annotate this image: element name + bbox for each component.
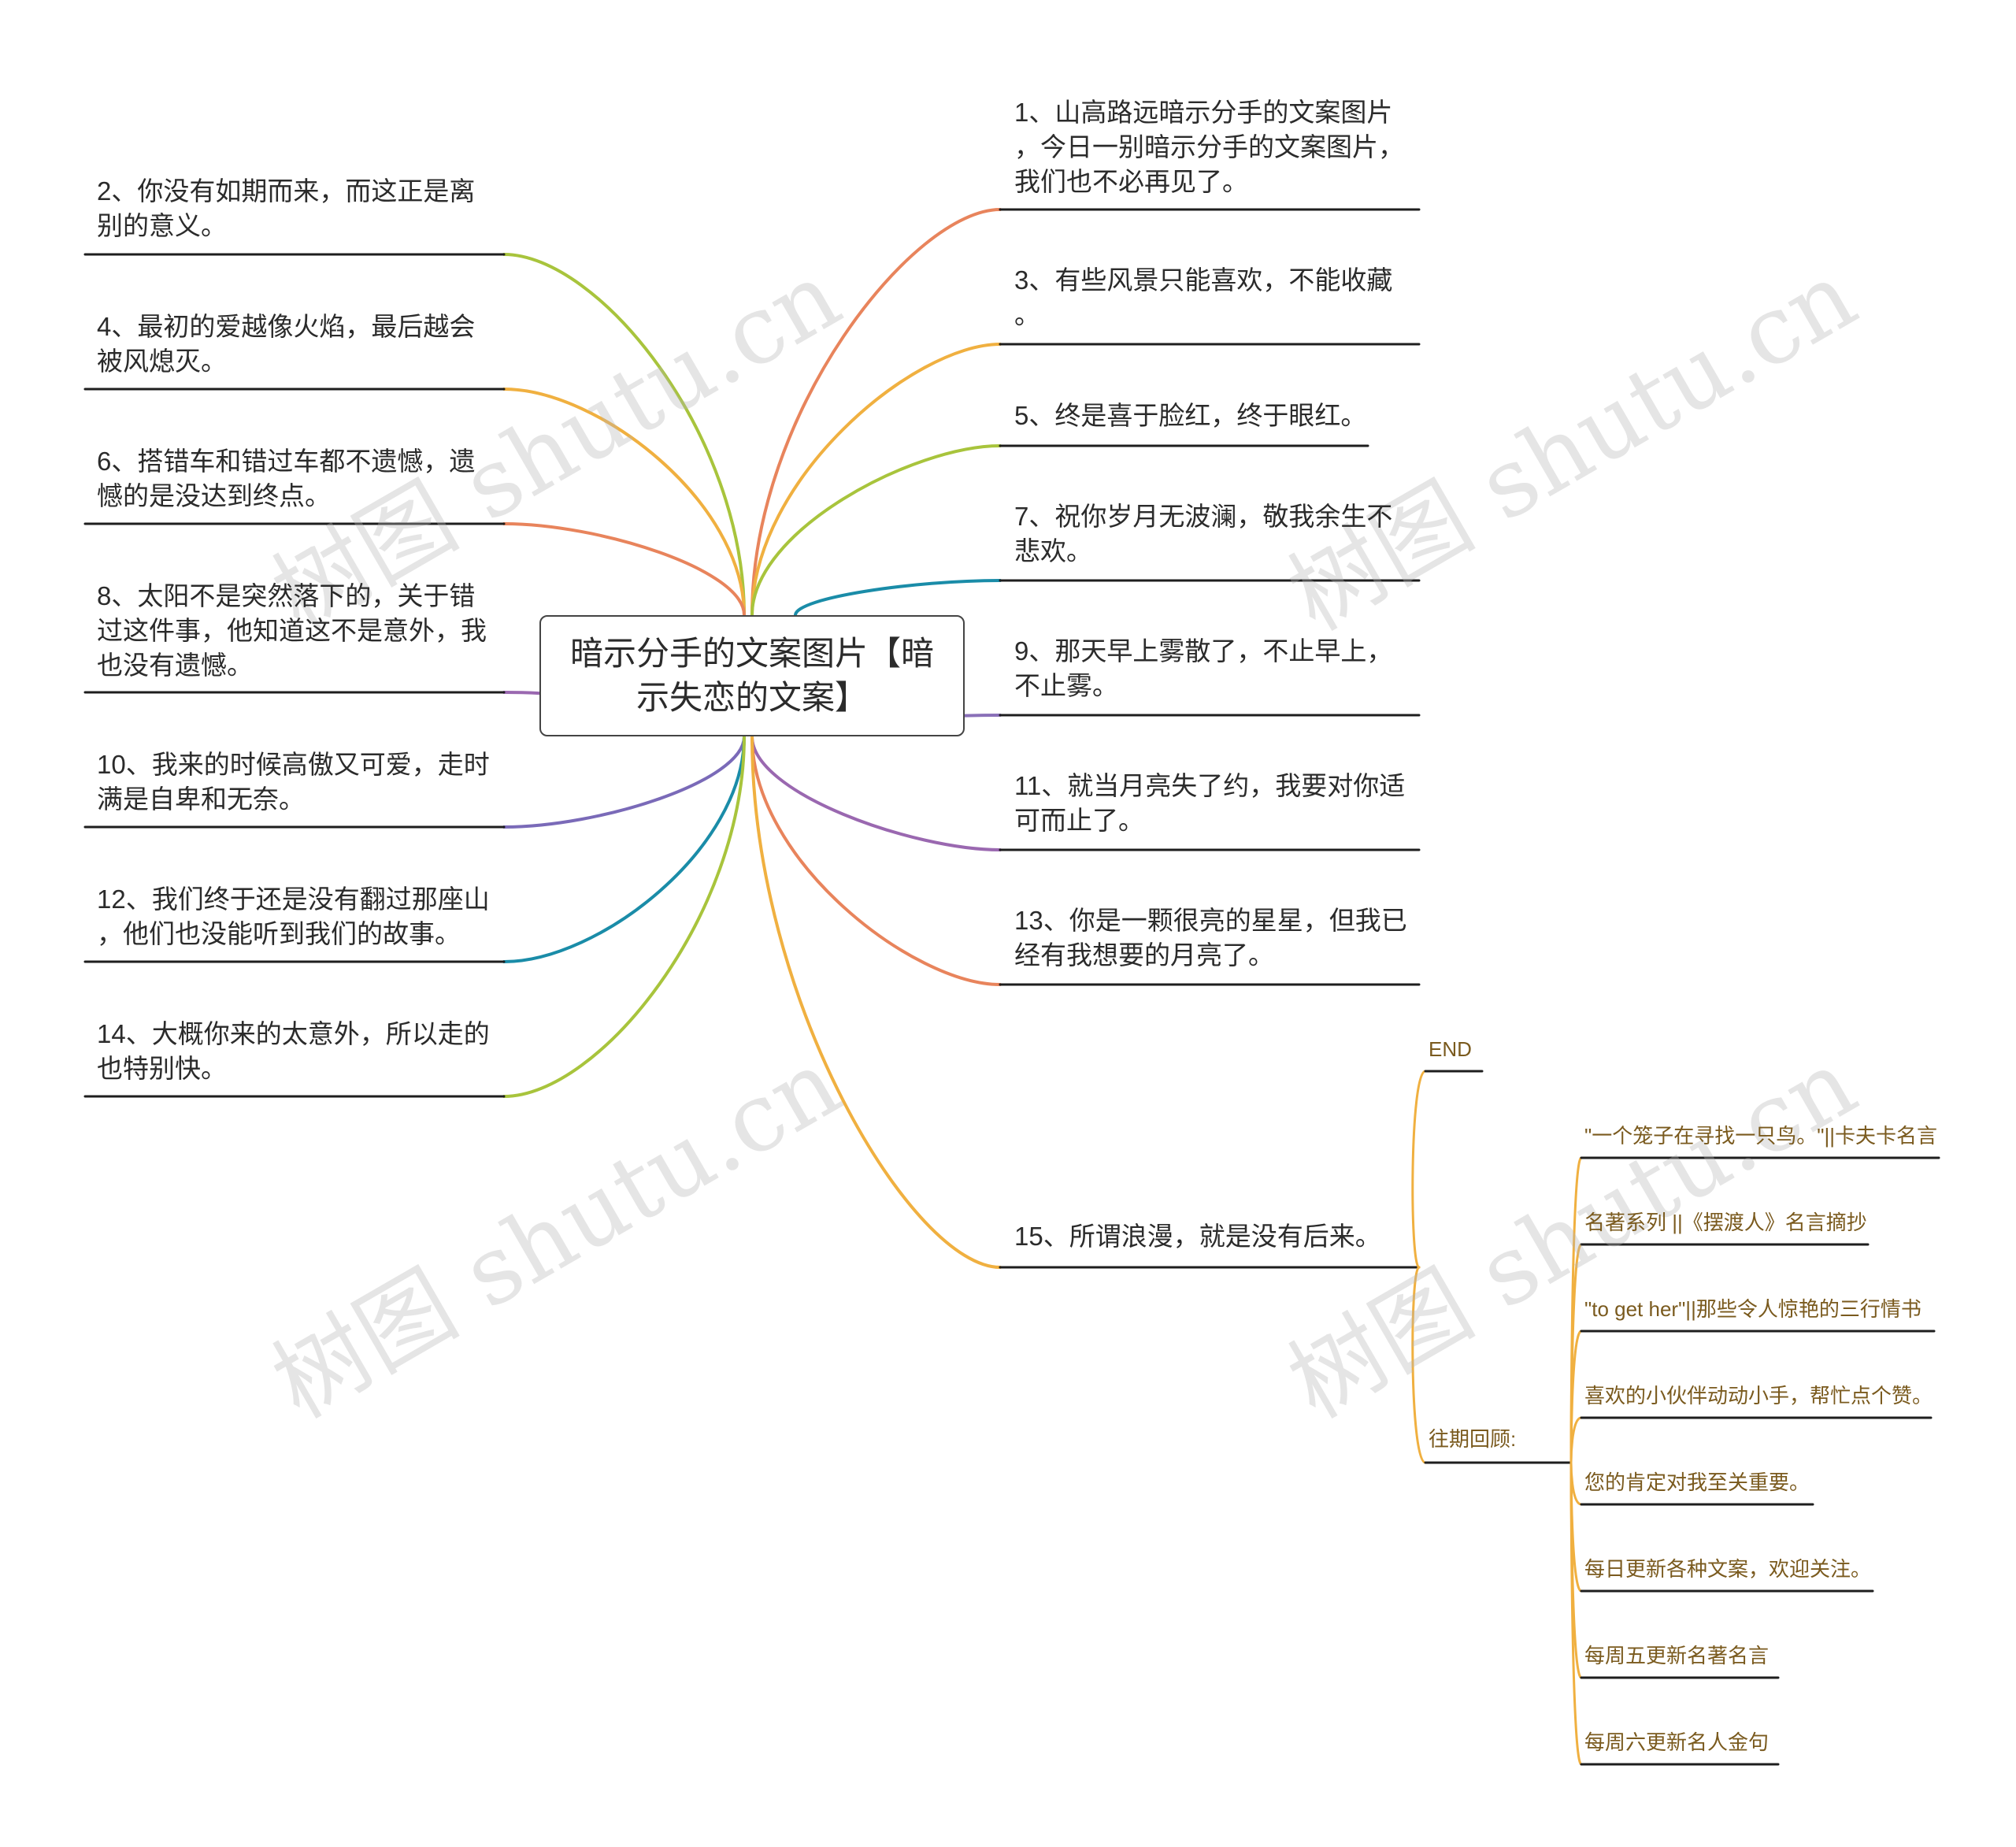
review-item[interactable]: 喜欢的小伙伴动动小手，帮忙点个赞。 bbox=[1584, 1384, 1933, 1408]
branch-node-7[interactable]: 7、祝你岁月无波澜，敬我余生不 悲欢。 bbox=[1014, 502, 1393, 566]
branch-node-9[interactable]: 9、那天早上雾散了，不止早上， 不止雾。 bbox=[1014, 636, 1393, 700]
branch-connector bbox=[502, 735, 746, 963]
branch-node-6[interactable]: 6、搭错车和错过车都不遗憾，遗 憾的是没达到终点。 bbox=[97, 447, 476, 510]
branch-connector bbox=[750, 735, 1002, 851]
branch-connector bbox=[502, 253, 746, 617]
branch-connector bbox=[502, 735, 746, 1098]
branch-connector bbox=[750, 735, 1002, 986]
branch-node-13[interactable]: 13、你是一颗很亮的星星，但我已 经有我想要的月亮了。 bbox=[1014, 906, 1407, 970]
branch-node-12[interactable]: 12、我们终于还是没有翻过那座山 ，他们也没能听到我们的故事。 bbox=[97, 885, 490, 948]
branch-connector bbox=[502, 735, 746, 829]
sub-node-end[interactable]: END bbox=[1429, 1037, 1472, 1061]
branch-connector bbox=[750, 343, 1002, 617]
central-topic[interactable]: 暗示分手的文案图片【暗 示失恋的文案】 bbox=[539, 615, 965, 736]
branch-connector bbox=[502, 388, 746, 617]
branch-node-3[interactable]: 3、有些风景只能喜欢，不能收藏 。 bbox=[1014, 265, 1393, 329]
branch-node-5[interactable]: 5、终是喜于脸红，终于眼红。 bbox=[1014, 401, 1367, 430]
branch-node-10[interactable]: 10、我来的时候高傲又可爱，走时 满是自卑和无奈。 bbox=[97, 750, 490, 814]
branch-node-4[interactable]: 4、最初的爱越像火焰，最后越会 被风熄灭。 bbox=[97, 312, 476, 376]
sub-connector bbox=[1569, 1416, 1583, 1464]
review-item[interactable]: 每日更新各种文案，欢迎关注。 bbox=[1584, 1557, 1872, 1581]
branch-connector bbox=[750, 735, 1002, 1269]
branch-connector bbox=[750, 208, 1002, 617]
sub-connector bbox=[1411, 1266, 1427, 1464]
branch-node-11[interactable]: 11、就当月亮失了约，我要对你适 可而止了。 bbox=[1014, 771, 1406, 835]
sub-connector bbox=[1411, 1070, 1427, 1269]
branch-node-14[interactable]: 14、大概你来的太意外，所以走的 也特别快。 bbox=[97, 1019, 490, 1083]
review-item[interactable]: 每周六更新名人金句 bbox=[1584, 1730, 1770, 1754]
review-item[interactable]: "to get her"||那些令人惊艳的三行情书 bbox=[1584, 1297, 1922, 1321]
sub-connector bbox=[1569, 1461, 1583, 1766]
branch-node-8[interactable]: 8、太阳不是突然落下的，关于错 过这件事，他知道这不是意外，我 也没有遗憾。 bbox=[97, 581, 487, 680]
sub-node-review[interactable]: 往期回顾: bbox=[1429, 1427, 1517, 1451]
branch-node-1[interactable]: 1、山高路远暗示分手的文案图片 ，今日一别暗示分手的文案图片， 我们也不必再见了… bbox=[1014, 98, 1404, 196]
branch-connector bbox=[794, 579, 1002, 617]
review-item[interactable]: 名著系列 ||《摆渡人》名言摘抄 bbox=[1584, 1211, 1867, 1234]
review-item[interactable]: 您的肯定对我至关重要。 bbox=[1584, 1471, 1810, 1494]
review-item[interactable]: "一个笼子在寻找一只鸟。"||卡夫卡名言 bbox=[1584, 1124, 1937, 1148]
branch-connector bbox=[502, 522, 746, 617]
review-item[interactable]: 每周五更新名著名言 bbox=[1584, 1644, 1770, 1667]
central-topic-title: 暗示分手的文案图片【暗 示失恋的文案】 bbox=[569, 635, 934, 716]
branch-connector bbox=[750, 444, 1002, 617]
branch-node-15[interactable]: 15、所谓浪漫，就是没有后来。 bbox=[1014, 1222, 1381, 1251]
branch-node-2[interactable]: 2、你没有如期而来，而这正是离 别的意义。 bbox=[97, 176, 476, 240]
